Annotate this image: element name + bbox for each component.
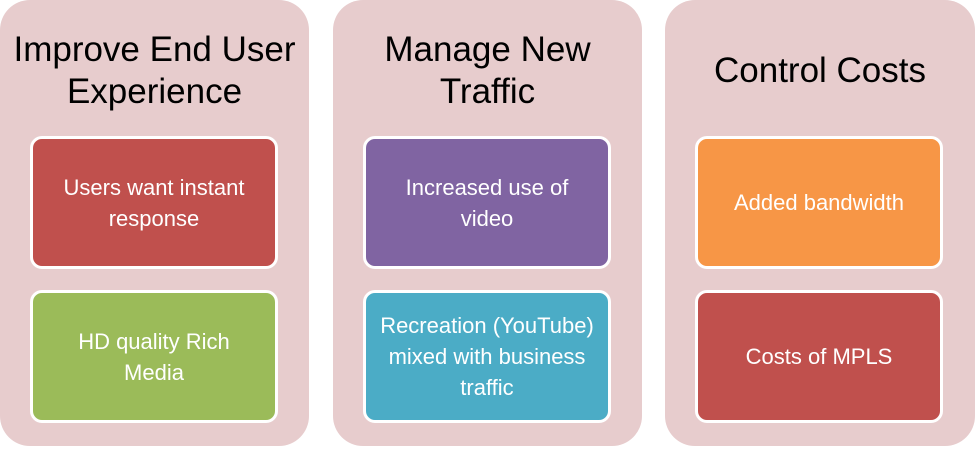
column-improve-user-experience: Improve End User Experience Users want i… <box>0 0 309 446</box>
card-users-want-instant-response: Users want instant response <box>30 136 278 269</box>
card-hd-quality-rich-media: HD quality Rich Media <box>30 290 278 423</box>
column-manage-new-traffic: Manage New Traffic Increased use of vide… <box>333 0 642 446</box>
card-added-bandwidth: Added bandwidth <box>695 136 943 269</box>
column-title: Control Costs <box>713 51 927 90</box>
column-title: Improve End User Experience <box>13 30 296 111</box>
card-increased-use-of-video: Increased use of video <box>363 136 611 269</box>
column-control-costs: Control Costs Added bandwidth Costs of M… <box>665 0 975 446</box>
card-costs-of-mpls: Costs of MPLS <box>695 290 943 423</box>
column-title: Manage New Traffic <box>384 30 591 111</box>
card-recreation-youtube: Recreation (YouTube) mixed with business… <box>363 290 611 423</box>
